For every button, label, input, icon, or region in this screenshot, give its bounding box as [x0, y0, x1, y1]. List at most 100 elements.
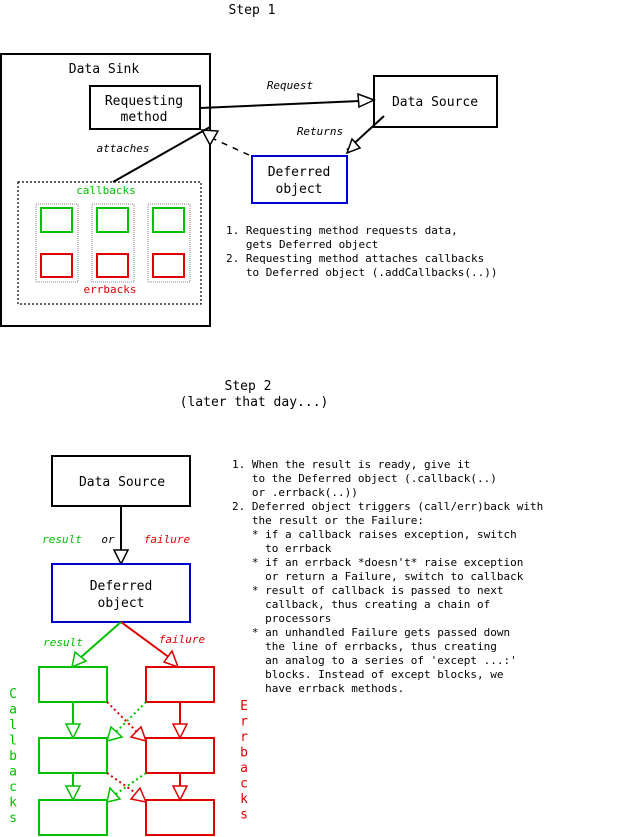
- step2-note-line: callback, thus creating a chain of: [232, 598, 490, 611]
- data-source-box-step2: [51, 455, 191, 507]
- vertical-label-letter: l: [9, 718, 17, 733]
- deferred-object-line1-step2: Deferred: [90, 579, 153, 594]
- callback-box: [38, 666, 108, 703]
- vertical-label-letter: a: [9, 703, 17, 718]
- vertical-label-letter: s: [9, 811, 17, 826]
- step2-title: Step 2: [225, 379, 272, 394]
- returns-label: Returns: [297, 125, 343, 138]
- vertical-label-letter: c: [9, 780, 17, 795]
- failure-branch-arrow: [120, 621, 171, 659]
- vertical-label-letter: k: [240, 792, 248, 807]
- errback-to-callback-cross: [115, 772, 147, 795]
- step1-note-line: 1. Requesting method requests data,: [226, 224, 458, 237]
- deferred-object-line2-step1: object: [276, 182, 323, 197]
- deferred-object-box-step1: [251, 155, 348, 204]
- deferred-to-method-arrow: [213, 138, 250, 156]
- step2-note-line: to errback: [232, 542, 332, 555]
- request-arrow: [199, 100, 361, 109]
- step2-subtitle: (later that day...): [180, 395, 329, 410]
- vertical-label-letter: a: [9, 765, 17, 780]
- callback-box: [38, 799, 108, 836]
- step2-note-line: have errback methods.: [232, 682, 404, 695]
- step2-note-line: an analog to a series of 'except ...:': [232, 654, 517, 667]
- attaches-line: [112, 126, 211, 183]
- step2-note-line: blocks. Instead of except blocks, we: [232, 668, 504, 681]
- requesting-method-line1: Requesting: [105, 94, 183, 109]
- callback-box: [96, 207, 129, 233]
- errback-box: [96, 253, 129, 278]
- step2-note-line: or .errback(..)): [232, 486, 358, 499]
- result-label-branch: result: [43, 636, 83, 649]
- deferred-object-line1-step1: Deferred: [268, 165, 331, 180]
- returns-arrowhead: [345, 137, 362, 155]
- step2-note-line: * result of callback is passed to next: [232, 584, 504, 597]
- step2-note-line: the line of errbacks, thus creating: [232, 640, 497, 653]
- callback-box: [40, 207, 73, 233]
- attaches-label: attaches: [97, 142, 150, 155]
- data-sink-label: Data Sink: [69, 62, 140, 77]
- callback-box: [152, 207, 185, 233]
- errback-box: [145, 737, 215, 774]
- errback-box: [40, 253, 73, 278]
- step2-note-line: * if an errback *doesn't* raise exceptio…: [232, 556, 523, 569]
- vertical-label-letter: k: [9, 796, 17, 811]
- deferred-object-line2-step2: object: [98, 596, 145, 611]
- failure-label-top: failure: [144, 533, 191, 546]
- callback-to-errback-cross-head: [129, 786, 148, 804]
- step1-note-line: to Deferred object (.addCallbacks(..)): [226, 266, 498, 279]
- callback-chain-arrowhead: [64, 723, 82, 740]
- errback-box: [145, 799, 215, 836]
- result-branch-arrowhead: [70, 650, 88, 669]
- source-to-deferred-arrowhead: [112, 549, 130, 566]
- step1-notes: 1. Requesting method requests data, gets…: [226, 224, 498, 279]
- result-label-top: result: [42, 533, 82, 546]
- vertical-label-letter: l: [9, 734, 17, 749]
- callbacks-vertical-label: Callbacks: [9, 687, 17, 826]
- callback-pair-3: [147, 203, 191, 283]
- callbacks-label: callbacks: [76, 184, 136, 197]
- errback-chain-arrowhead: [171, 723, 189, 740]
- callback-to-errback-cross: [106, 772, 138, 795]
- or-label: or: [101, 533, 115, 546]
- requesting-method-box: [89, 85, 201, 130]
- result-branch-arrow: [79, 621, 122, 659]
- callback-to-errback-cross-head: [129, 725, 148, 743]
- vertical-label-letter: s: [240, 808, 248, 823]
- errback-chain-arrowhead: [171, 785, 189, 802]
- failure-branch-arrowhead: [162, 649, 180, 669]
- step2-note-line: * an unhandled Failure gets passed down: [232, 626, 510, 639]
- errback-box: [152, 253, 185, 278]
- step2-note-line: 1. When the result is ready, give it: [232, 458, 470, 471]
- callback-to-errback-cross: [106, 701, 138, 733]
- vertical-label-letter: b: [9, 749, 17, 764]
- step1-note-line: gets Deferred object: [226, 238, 378, 251]
- callback-box: [38, 737, 108, 774]
- step1-title: Step 1: [229, 3, 276, 18]
- step2-note-line: the result or the Failure:: [232, 514, 424, 527]
- data-sink-box: [0, 53, 211, 327]
- callback-pair-1: [35, 203, 79, 283]
- requesting-method-line2: method: [121, 110, 168, 125]
- request-arrowhead: [357, 92, 376, 109]
- failure-label-branch: failure: [159, 633, 206, 646]
- vertical-label-letter: E: [240, 699, 248, 714]
- data-source-label-step2: Data Source: [79, 475, 165, 490]
- step2-note-line: * if a callback raises exception, switch: [232, 528, 517, 541]
- step1-note-line: 2. Requesting method attaches callbacks: [226, 252, 484, 265]
- deferred-object-box-step2: [51, 563, 191, 623]
- request-label: Request: [267, 79, 314, 92]
- step2-notes: 1. When the result is ready, give it to …: [232, 458, 543, 695]
- step2-note-line: or return a Failure, switch to callback: [232, 570, 524, 583]
- errbacks-label: errbacks: [84, 283, 137, 296]
- step2-note-line: processors: [232, 612, 331, 625]
- callback-chain-arrowhead: [64, 785, 82, 802]
- data-source-label-step1: Data Source: [392, 95, 478, 110]
- errback-to-callback-cross-head: [106, 786, 122, 803]
- vertical-label-letter: r: [240, 730, 248, 745]
- vertical-label-letter: C: [9, 687, 17, 702]
- vertical-label-letter: r: [240, 715, 248, 730]
- step2-note-line: to the Deferred object (.callback(..): [232, 472, 497, 485]
- errback-box: [145, 666, 215, 703]
